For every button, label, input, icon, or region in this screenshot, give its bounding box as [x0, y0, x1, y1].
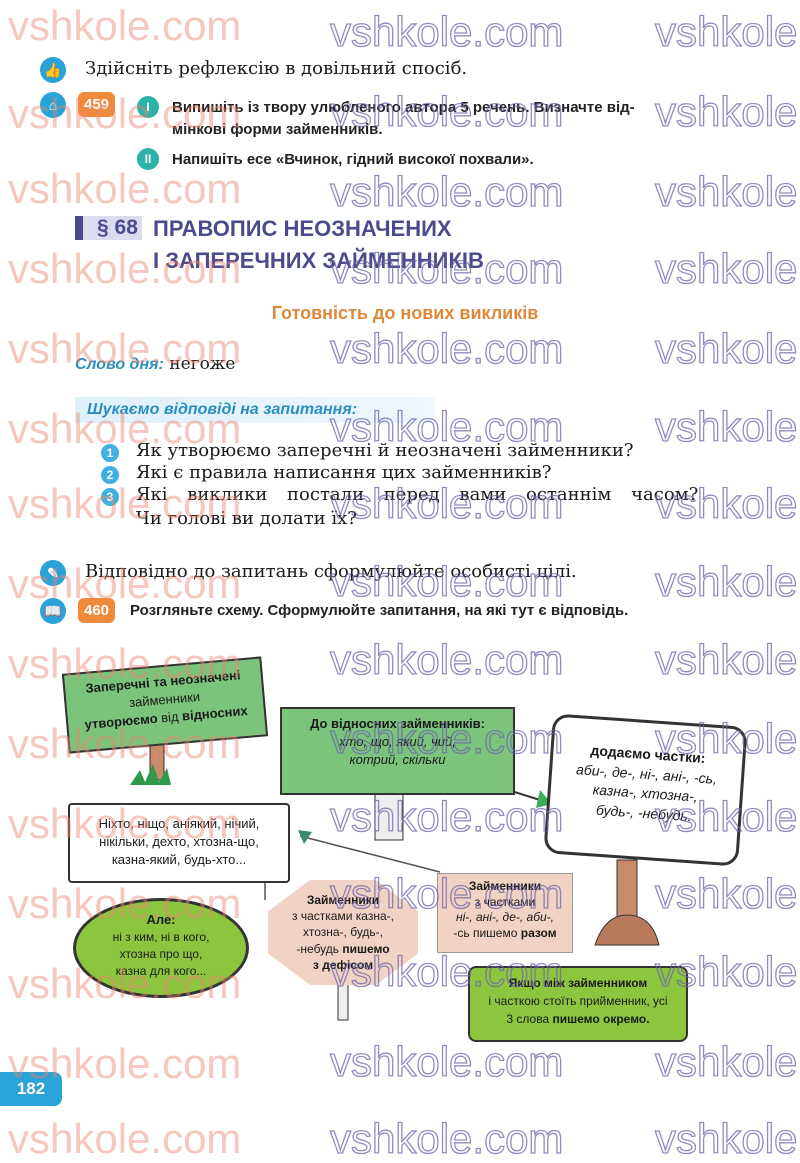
section-title-line2: І ЗАПЕРЕЧНИХ ЗАЙМЕННИКІВ — [153, 248, 484, 273]
box-line3b: разом — [520, 925, 557, 940]
question-1: Як утворюємо заперечні й неозначені займ… — [136, 440, 634, 461]
home-icon: ⌂ — [40, 92, 66, 118]
watermark: vshkole.com — [8, 1115, 242, 1162]
scroll-line1: Ніхто, ніщо, аніякий, нічий, — [98, 816, 260, 831]
oval-line2: хтозна про що, — [119, 946, 203, 961]
questions-heading: Шукаємо відповіді на запитання: — [75, 397, 435, 423]
task-1-line1: Випишіть із твору улюбленого автора 5 ре… — [172, 99, 635, 116]
section-title: ПРАВОПИС НЕОЗНАЧЕНИХ І ЗАПЕРЕЧНИХ ЗАЙМЕН… — [153, 213, 484, 277]
watermark: vshkole.com — [654, 1114, 800, 1162]
watermark: vshkole.com — [654, 7, 800, 55]
question-3-line2: Чи голові ви долати їх? — [136, 508, 357, 529]
watermark: vshkole.com — [654, 87, 800, 135]
banner-line2: і часткою стоїть прийменник, усі — [488, 994, 668, 1008]
octagon-line3: -небудь пишемо — [268, 941, 418, 957]
section-title-line1: ПРАВОПИС НЕОЗНАЧЕНИХ — [153, 216, 452, 241]
banner-line3a: 3 слова — [506, 1012, 553, 1026]
watermark: vshkole.com — [329, 1114, 564, 1162]
section-number: § 68 — [75, 216, 142, 240]
watermark: vshkole.com — [8, 165, 242, 212]
octagon-hyphen-rule: Займенники з частками казна-, хтозна-, б… — [268, 880, 418, 985]
grass-icon — [130, 764, 171, 785]
word-of-day-value: негоже — [169, 354, 236, 374]
watermark: vshkole.com — [654, 557, 800, 605]
goals-icon: ✎ — [40, 560, 66, 586]
octagon-line4: з дефісом — [312, 957, 374, 972]
task-1-line2: мінкові форми займенників. — [172, 121, 383, 138]
scroll-line3: казна-який, будь-хто... — [111, 852, 247, 868]
question-2: Які є правила написання цих займенників? — [136, 462, 552, 483]
question-3: Які виклики постали перед вами останнім … — [136, 484, 699, 505]
watermark: vshkole.com — [8, 2, 242, 49]
watermark: vshkole.com — [329, 324, 564, 372]
octagon-line2: хтозна-, будь-, — [302, 925, 384, 940]
banner-separate-rule: Якщо між займенником і часткою стоїть пр… — [468, 966, 688, 1042]
sign-add-particles: додаємо частки: аби-, де-, ні-, ані-, -с… — [543, 713, 748, 867]
arrowhead-icon — [298, 830, 312, 844]
word-of-day-label: Слово дня: — [75, 356, 164, 373]
task-2: Напишіть есе «Вчинок, гідний високої пох… — [172, 151, 534, 168]
sign2-line1: хто, що, який, чий, — [339, 734, 456, 750]
reflection-text: Здійсніть рефлексію в довільний спосіб. — [85, 58, 468, 79]
page-number: 182 — [0, 1072, 62, 1106]
box-together-rule: Займенники з частками ні-, ані-, де-, аб… — [437, 873, 573, 953]
word-of-day: Слово дня: негоже — [75, 354, 236, 374]
sign3-base — [594, 914, 660, 946]
banner-line3: 3 слова пишемо окремо. — [470, 1010, 686, 1028]
question-number-2: 2 — [101, 466, 119, 484]
box-line2: ні-, ані-, де-, аби-, — [456, 910, 554, 925]
oval-line1: ні з ким, ні в кого, — [112, 930, 210, 945]
exercise-number-459: 459 — [78, 92, 116, 117]
level-badge-1: I — [137, 96, 159, 118]
section-number-text: § 68 — [97, 216, 138, 239]
sign1-line3b: від — [156, 708, 183, 727]
octagon-line1: з частками казна-, — [292, 909, 394, 924]
banner-line1: Якщо між займенником — [508, 976, 648, 990]
arrow-to-scroll — [299, 835, 441, 873]
watermark: vshkole.com — [654, 324, 800, 372]
oval-title: Але: — [146, 912, 176, 927]
sign2-line2: котрий, скільки — [349, 752, 446, 768]
box-line1: з частками — [474, 894, 536, 909]
watermark: vshkole.com — [654, 402, 800, 450]
level-badge-2: II — [137, 148, 159, 170]
watermark: vshkole.com — [654, 244, 800, 292]
watermark: vshkole.com — [329, 167, 564, 215]
question-number-1: 1 — [101, 444, 119, 462]
oval-exceptions: Але: ні з ким, ні в кого, хтозна про що,… — [73, 898, 249, 998]
section-subtitle: Готовність до нових викликів — [271, 303, 539, 323]
book-icon: 📖 — [40, 598, 66, 624]
question-number-3: 3 — [101, 488, 119, 506]
box-line3a: -сь пишемо — [453, 925, 521, 940]
sign2-title: До відносних займенників: — [310, 716, 485, 731]
banner-line3b: пишемо окремо. — [552, 1012, 650, 1026]
oval-line3: казна для кого... — [115, 963, 207, 978]
watermark: vshkole.com — [329, 7, 564, 55]
watermark: vshkole.com — [654, 167, 800, 215]
scroll-line2: нікільки, дехто, хтозна-що, — [99, 834, 259, 850]
goals-text: Відповідно до запитань сформулюйте особи… — [85, 561, 577, 582]
exercise-460-text: Розгляньте схему. Сформулюйте запитання,… — [130, 602, 629, 619]
octagon-line3a: -небудь — [296, 941, 343, 956]
box-title: Займенники — [468, 879, 542, 893]
octagon-title: Займенники — [306, 893, 380, 907]
thumbs-up-icon: 👍 — [40, 57, 66, 83]
sign-relative-pronouns: До відносних займенників: хто, що, який,… — [280, 707, 515, 795]
scroll-examples: Ніхто, ніщо, аніякий, нічий, нікільки, д… — [68, 803, 290, 883]
sign3-post — [616, 859, 638, 921]
octagon-line3b: пишемо — [342, 941, 390, 956]
exercise-number-460: 460 — [78, 598, 116, 623]
sign2-post — [374, 789, 404, 841]
box-line3: -сь пишемо разом — [438, 926, 572, 942]
sign1-line3c: відносних — [181, 703, 249, 724]
